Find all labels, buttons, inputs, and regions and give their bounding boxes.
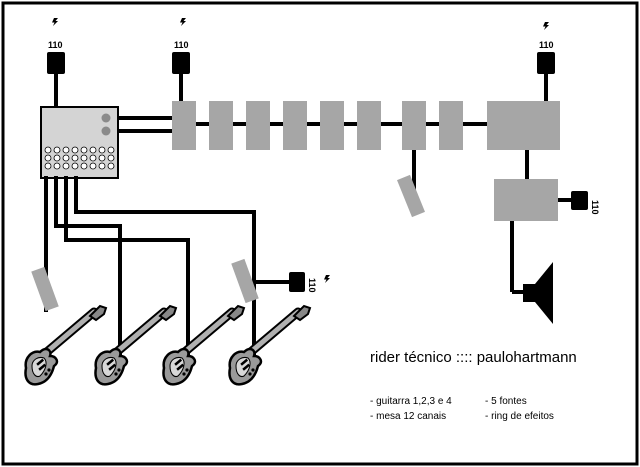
effects-chain — [172, 101, 560, 150]
effects-pedal-icon — [246, 101, 270, 150]
power-plug-icon — [47, 52, 65, 74]
effects-pedal-icon — [209, 101, 233, 150]
legend-item: - guitarra 1,2,3 e 4 — [370, 396, 452, 407]
mixer-knob — [80, 146, 88, 154]
power-plug-icon — [172, 52, 190, 74]
effects-pedal-icon — [320, 101, 344, 150]
legend-item: - ring de efeitos — [485, 411, 554, 422]
mixer-knob — [80, 154, 88, 162]
power-plug-icon — [289, 272, 305, 292]
mixer-knob — [44, 146, 52, 154]
power-label: 110 — [539, 40, 554, 50]
mixer-knob — [89, 146, 97, 154]
diagram-title: rider técnico :::: paulohartmann — [370, 349, 577, 366]
di-box-icon — [31, 266, 59, 312]
mixer-knob — [71, 162, 79, 170]
power-label: 110 — [174, 40, 189, 50]
mixer-knob — [53, 154, 61, 162]
mixer-knob — [71, 154, 79, 162]
mixer-knob — [98, 162, 106, 170]
power-outlet-2: 110 — [172, 18, 190, 104]
power-amp — [494, 179, 558, 221]
speaker-icon — [523, 262, 553, 324]
mixer-knob — [98, 146, 106, 154]
power-plug-icon — [571, 191, 588, 210]
mixer-knob — [71, 146, 79, 154]
mixer-knob — [107, 162, 115, 170]
power-outlet-3: 110 — [537, 22, 555, 104]
mixer-knob — [62, 162, 70, 170]
mixer-knob — [89, 154, 97, 162]
effects-pedal-icon — [439, 101, 463, 150]
effects-pedal-icon — [357, 101, 381, 150]
effects-pedal-icon — [283, 101, 307, 150]
legend-item: - mesa 12 canais — [370, 411, 446, 422]
legend-item: - 5 fontes — [485, 396, 527, 407]
power-label: 110 — [590, 200, 600, 215]
effects-pedal-icon — [172, 101, 196, 150]
power-plug-icon — [537, 52, 555, 74]
di-box-icon — [231, 258, 259, 304]
effects-pedal-icon — [402, 101, 426, 150]
mixer-knob — [80, 162, 88, 170]
amplifier-head — [487, 101, 560, 150]
mixer-knob — [53, 146, 61, 154]
mixer-knob — [44, 162, 52, 170]
mixer-knob — [89, 162, 97, 170]
mixer-knob — [44, 154, 52, 162]
mixer-knob — [107, 154, 115, 162]
power-label: 110 — [48, 40, 63, 50]
mixer-knob — [107, 146, 115, 154]
mixer-knob — [53, 162, 61, 170]
mixer-knob — [62, 154, 70, 162]
mixer-knob — [62, 146, 70, 154]
power-outlet-1: 110 — [47, 18, 65, 108]
effects-pedal-icon — [397, 174, 425, 218]
mixer-icon — [40, 106, 119, 179]
mixer-knob — [98, 154, 106, 162]
power-label: 110 — [307, 278, 317, 293]
